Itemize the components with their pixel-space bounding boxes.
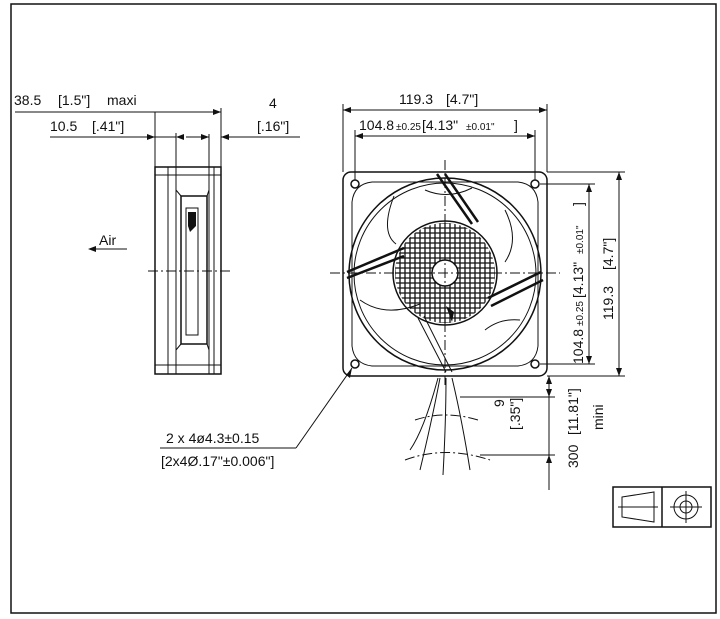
drawing-frame	[10, 3, 717, 614]
vhole-spacing-value: 104.8	[570, 329, 586, 364]
mount-hole	[530, 359, 540, 369]
vhole-spacing-inch-close: ]	[570, 202, 586, 206]
lead-length-mini: mini	[590, 404, 606, 430]
depth-body-value: 10.5	[50, 118, 77, 134]
mount-hole	[530, 179, 540, 189]
front-dimensions: 119.3 [4.7"] 104.8 ±0.25 [4.13" ±0.01" ]…	[160, 91, 625, 490]
lead-wire	[419, 377, 441, 471]
vhole-spacing-inch-tol: ±0.01"	[575, 225, 586, 254]
direction-arrow-icon	[188, 212, 196, 232]
hole-spacing-inch-tol: ±0.01"	[466, 122, 495, 133]
holes-callout: 2 x 4ø4.3±0.15	[166, 430, 260, 446]
hole-spacing-value: 104.8	[359, 117, 394, 133]
cone-icon	[621, 491, 655, 523]
airflow-indicator: Air	[88, 232, 127, 252]
vhole-spacing-tol: ±0.25	[575, 301, 586, 326]
hole-spacing-tol: ±0.25	[396, 122, 421, 133]
hole-spacing-inch: [4.13"	[422, 117, 458, 133]
holes-callout-inch: [2x4Ø.17"±0.006"]	[161, 453, 274, 469]
mount-hole	[350, 179, 360, 189]
depth-dimensions: 38.5 [1.5"] maxi 10.5 [.41"] 4 [.16"]	[14, 92, 300, 167]
depth-total-inch: [1.5"]	[58, 92, 90, 108]
depth-maxi: maxi	[107, 92, 137, 108]
vhole-spacing-inch: [4.13"	[570, 262, 586, 298]
width-inch: [4.7"]	[446, 91, 478, 107]
side-view-hub	[180, 195, 208, 345]
flange-inch: [.16"]	[257, 118, 289, 134]
side-view	[148, 166, 230, 375]
height-value: 119.3	[600, 286, 616, 320]
lead-offset-value: 9	[491, 399, 507, 407]
projection-symbol	[612, 486, 712, 528]
height-inch: [4.7"]	[600, 238, 616, 270]
depth-body-inch: [.41"]	[92, 118, 124, 134]
strut	[435, 173, 474, 225]
flange-value: 4	[269, 95, 277, 111]
lead-offset-inch: [.35"]	[507, 398, 523, 430]
mount-hole	[350, 359, 360, 369]
width-value: 119.3	[399, 91, 433, 107]
arrow-left-icon	[88, 246, 96, 252]
front-view	[330, 160, 560, 476]
hole-spacing-inch-close: ]	[514, 117, 518, 133]
lead-length-value: 300	[565, 444, 581, 468]
lead-length-inch: [11.81"]	[565, 388, 581, 435]
air-label: Air	[99, 232, 116, 248]
depth-total-value: 38.5	[14, 92, 41, 108]
